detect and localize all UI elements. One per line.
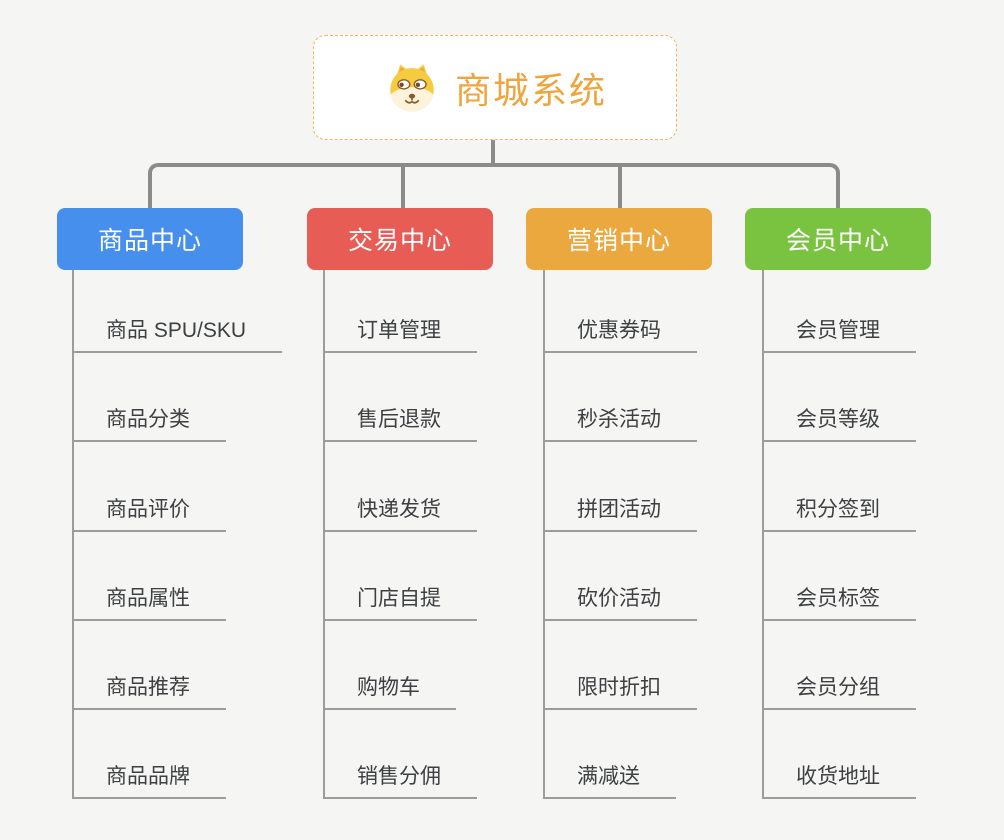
leaf-node[interactable]: 会员管理 bbox=[762, 315, 916, 353]
leaf-node[interactable]: 订单管理 bbox=[323, 315, 477, 353]
leaf-node[interactable]: 秒杀活动 bbox=[543, 404, 697, 442]
leaf-node[interactable]: 收货地址 bbox=[762, 761, 916, 799]
connector-left-bracket bbox=[148, 163, 493, 209]
branch-node-trade-center[interactable]: 交易中心 bbox=[307, 208, 493, 270]
leaf-node[interactable]: 商品评价 bbox=[72, 494, 226, 532]
leaf-node[interactable]: 商品品牌 bbox=[72, 761, 226, 799]
connector-drop bbox=[401, 166, 405, 209]
leaf-node[interactable]: 销售分佣 bbox=[323, 761, 477, 799]
branch-child-line bbox=[543, 270, 545, 799]
leaf-node[interactable]: 商品分类 bbox=[72, 404, 226, 442]
leaf-node[interactable]: 优惠券码 bbox=[543, 315, 697, 353]
leaf-node[interactable]: 会员标签 bbox=[762, 583, 916, 621]
leaf-node[interactable]: 售后退款 bbox=[323, 404, 477, 442]
branch-node-marketing-center[interactable]: 营销中心 bbox=[526, 208, 712, 270]
leaf-node[interactable]: 商品推荐 bbox=[72, 672, 226, 710]
leaf-node[interactable]: 满减送 bbox=[543, 761, 676, 799]
connector-right-bracket bbox=[493, 163, 840, 209]
leaf-node[interactable]: 会员分组 bbox=[762, 672, 916, 710]
connector-root-stub bbox=[491, 139, 495, 165]
branch-child-line bbox=[323, 270, 325, 799]
branch-node-member-center[interactable]: 会员中心 bbox=[745, 208, 931, 270]
leaf-node[interactable]: 购物车 bbox=[323, 672, 456, 710]
root-node[interactable]: 商城系统 bbox=[313, 35, 677, 140]
leaf-node[interactable]: 商品属性 bbox=[72, 583, 226, 621]
branch-child-line bbox=[72, 270, 74, 799]
root-title: 商城系统 bbox=[454, 69, 607, 111]
leaf-node[interactable]: 门店自提 bbox=[323, 583, 477, 621]
leaf-node[interactable]: 快递发货 bbox=[323, 494, 477, 532]
leaf-node[interactable]: 拼团活动 bbox=[543, 494, 697, 532]
leaf-node[interactable]: 砍价活动 bbox=[543, 583, 697, 621]
dog-face-icon bbox=[383, 59, 441, 117]
branch-node-product-center[interactable]: 商品中心 bbox=[57, 208, 243, 270]
leaf-node[interactable]: 积分签到 bbox=[762, 494, 916, 532]
connector-drop bbox=[618, 166, 622, 209]
leaf-node[interactable]: 商品 SPU/SKU bbox=[72, 315, 283, 353]
branch-child-line bbox=[762, 270, 764, 799]
leaf-node[interactable]: 会员等级 bbox=[762, 404, 916, 442]
leaf-node[interactable]: 限时折扣 bbox=[543, 672, 697, 710]
